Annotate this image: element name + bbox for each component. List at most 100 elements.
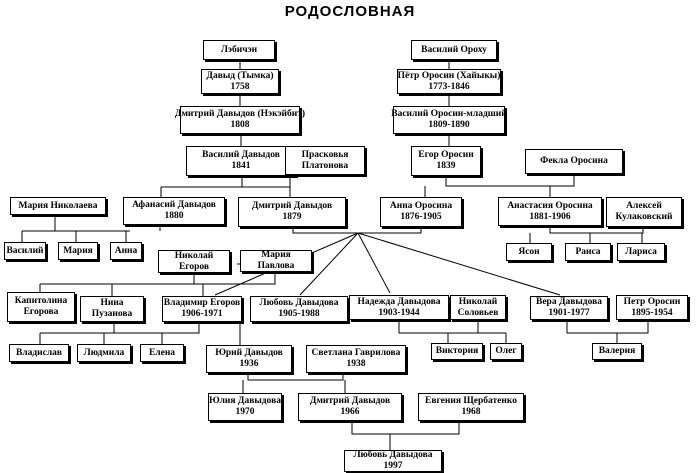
connector xyxy=(357,232,391,294)
person-name: Василий Оросин-младший xyxy=(391,109,507,119)
person-detail: Кулаковский xyxy=(615,212,673,222)
person-detail: 1936 xyxy=(239,359,259,369)
person-detail: Пузанова xyxy=(91,309,133,319)
person-name: Дмитрий Давыдов xyxy=(309,396,391,406)
person-name: Елена xyxy=(148,347,176,358)
person-name: Виктория xyxy=(435,346,479,356)
person-box-valeria: Валерия xyxy=(592,343,642,360)
person-name: Афанасий Давыдов xyxy=(132,200,216,210)
person-name: Евгения Щербатенко xyxy=(425,396,517,406)
person-detail: 1881-1906 xyxy=(529,211,571,222)
person-name: Дмитрий Давыдов xyxy=(251,201,333,211)
person-detail: 1970 xyxy=(235,407,255,417)
person-detail: 1808 xyxy=(230,120,250,130)
connector xyxy=(445,174,575,187)
person-box-oleg: Олег xyxy=(490,343,522,360)
person-detail: Соловьев xyxy=(457,307,499,318)
connector xyxy=(351,421,460,435)
connector xyxy=(241,175,291,188)
person-detail: 1903-1944 xyxy=(378,307,420,318)
connector xyxy=(566,320,649,334)
connector xyxy=(54,215,106,232)
person-name: Ясон xyxy=(518,246,540,257)
person-detail: 1841 xyxy=(231,161,251,171)
person-name: Василий Давыдов xyxy=(202,150,280,160)
person-name: Капитолина xyxy=(14,296,68,306)
person-box-elena: Елена xyxy=(140,344,184,362)
person-box-david: Давыд (Тымка)1758 xyxy=(201,69,279,94)
person-detail: 1968 xyxy=(461,407,481,417)
person-box-raisa: Раиса xyxy=(565,243,611,261)
connector xyxy=(357,232,561,296)
person-name: Надежда Давыдова xyxy=(357,296,441,307)
person-box-viktoria: Виктория xyxy=(431,343,483,360)
person-box-lebichi: Лэбичэн xyxy=(203,40,275,60)
person-name: Светлана Гаврилова xyxy=(311,348,401,358)
person-name: Олег xyxy=(495,346,517,356)
person-box-lyudmila: Людмила xyxy=(77,344,131,362)
person-box-anna-child: Анна xyxy=(110,242,142,260)
person-detail: 1901-1977 xyxy=(548,308,590,318)
person-name: Прасковья xyxy=(301,149,349,160)
page-title: РОДОСЛОВНАЯ xyxy=(284,3,416,20)
person-box-maria-child: Мария xyxy=(58,242,98,260)
person-box-vasiliy-child: Василий xyxy=(4,242,46,260)
person-name: Дмитрий Давыдов (Нэкэйбит) xyxy=(174,109,306,119)
person-box-vladislav: Владислав xyxy=(9,344,69,362)
person-detail: 1809-1890 xyxy=(428,120,470,130)
person-box-yason: Ясон xyxy=(506,243,552,261)
person-name: Давыд (Тымка) xyxy=(206,70,274,81)
connector xyxy=(292,227,422,234)
person-detail: Егоров xyxy=(178,261,210,272)
person-detail: 1906-1971 xyxy=(181,309,223,319)
person-name: Любовь Давыдова xyxy=(353,450,433,460)
person-detail: 1895-1954 xyxy=(631,307,673,318)
person-detail: 1938 xyxy=(346,359,366,369)
person-detail: 1905-1988 xyxy=(278,309,320,319)
connector xyxy=(113,322,200,334)
connector xyxy=(247,373,344,381)
person-detail: 1773-1846 xyxy=(428,81,470,92)
person-name: Вера Давыдова xyxy=(536,297,602,307)
person-box-maria-nikolaeva: Мария Николаева xyxy=(10,197,106,215)
person-name: Любовь Давыдова xyxy=(259,298,339,308)
person-detail: 1879 xyxy=(282,212,302,222)
person-name: Лариса xyxy=(625,246,657,257)
person-name: Василий xyxy=(6,245,44,256)
person-detail: Платонова xyxy=(301,160,349,171)
person-name: Мария xyxy=(63,245,93,256)
person-name: Пётр Оросин (Хайыкы) xyxy=(397,70,501,81)
person-box-fekla: Фекла Оросина xyxy=(525,149,623,174)
person-name: Валерия xyxy=(598,346,636,356)
connector xyxy=(398,320,479,334)
person-detail: Егорова xyxy=(23,307,59,317)
person-name: Мария Николаева xyxy=(18,200,98,211)
person-box-dmitriy-1808: Дмитрий Давыдов (Нэкэйбит)1808 xyxy=(175,106,305,134)
person-detail: 1758 xyxy=(230,81,250,92)
person-detail: 1839 xyxy=(436,161,456,171)
person-detail: Павлова xyxy=(257,261,295,271)
person-name: Лэбичэн xyxy=(220,44,258,55)
person-box-petr-orosin: Пётр Оросин (Хайыкы)1773-1846 xyxy=(397,69,501,94)
person-name: Петр Оросин xyxy=(623,296,681,307)
person-name: Владимир Егоров xyxy=(163,298,241,308)
person-name: Юлия Давыдова xyxy=(209,396,281,406)
